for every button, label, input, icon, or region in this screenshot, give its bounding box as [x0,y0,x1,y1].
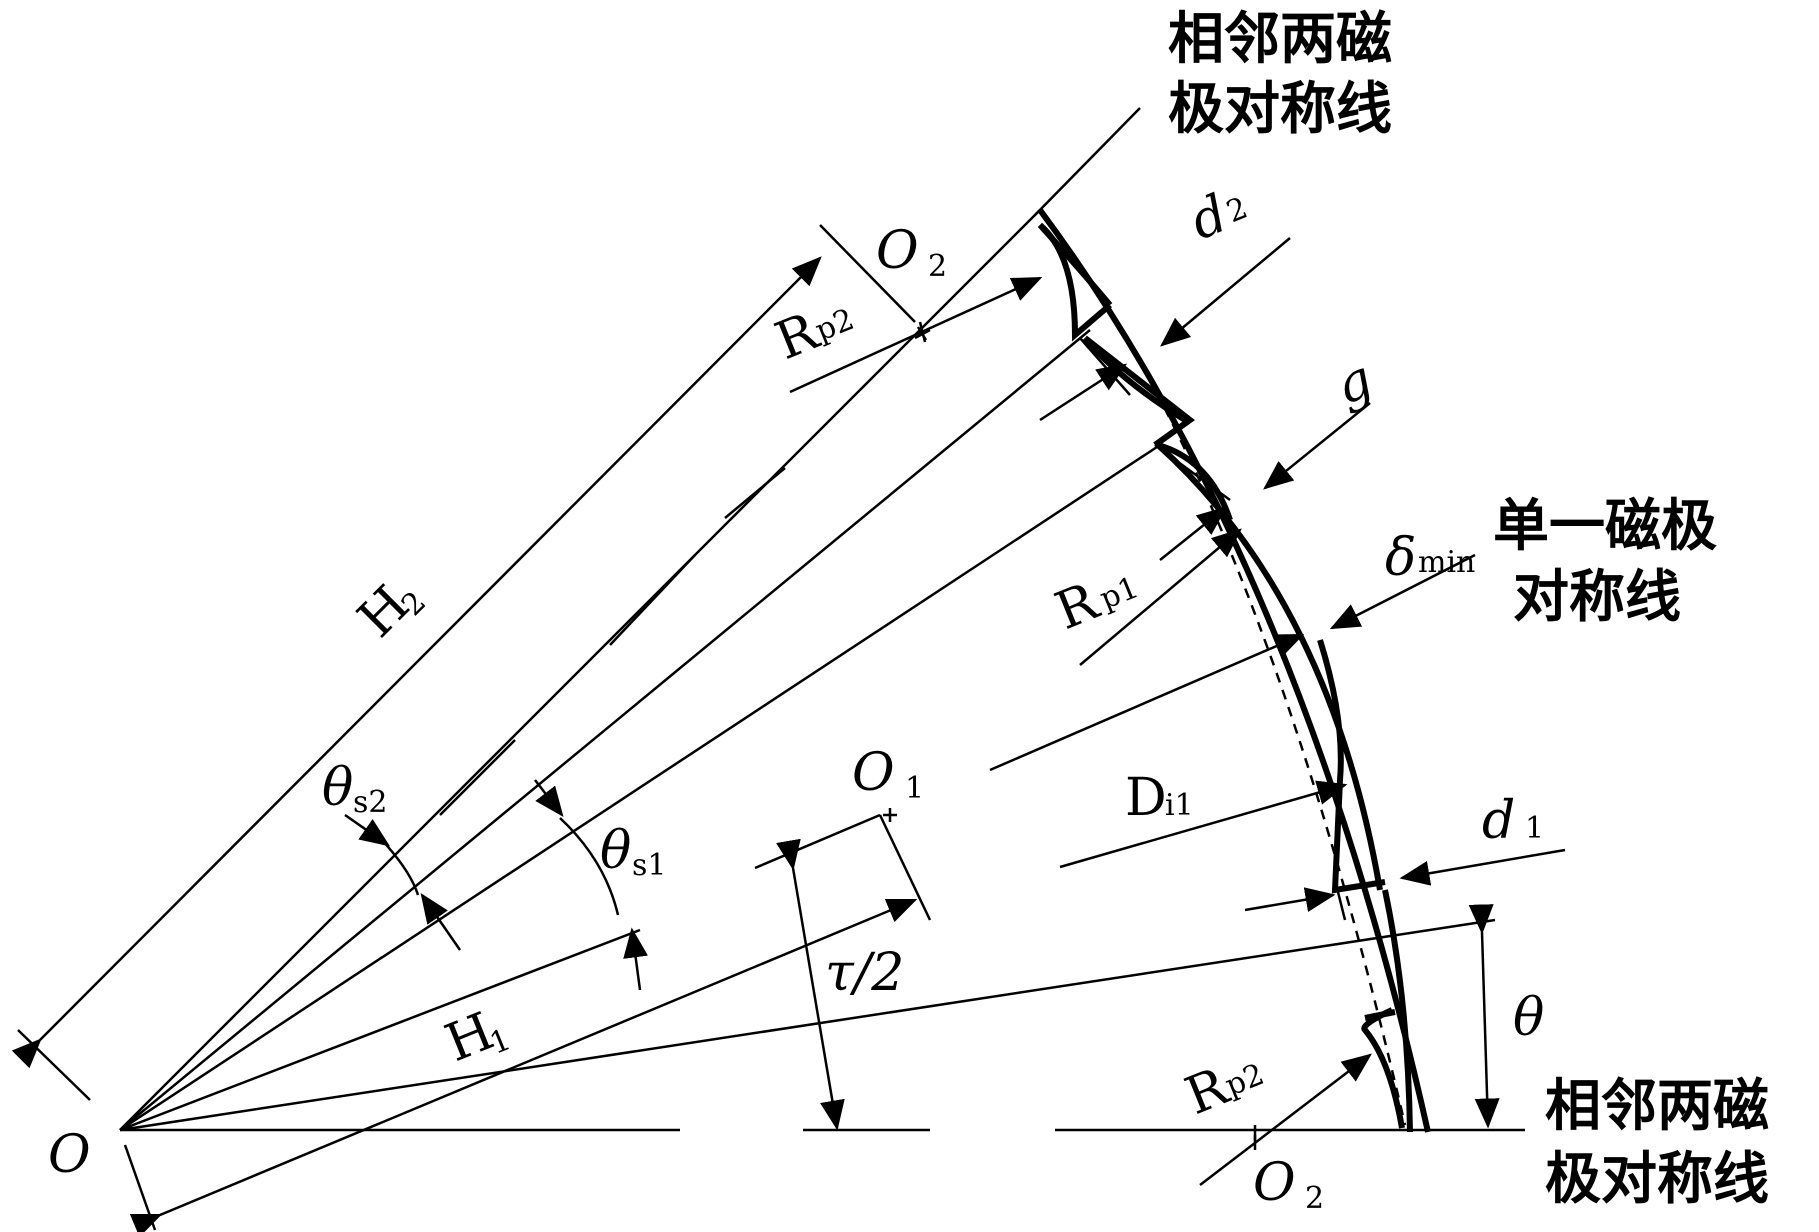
rp1-line-2 [1159,506,1227,561]
theta-s1-arc [559,817,620,916]
rp1-base: R [1047,571,1107,642]
theta-s1-base: θ [600,821,631,881]
theta-dim [1468,904,1500,1129]
notch-bottom-hook [1364,1009,1396,1021]
rp1-label: R p1 [1047,570,1144,642]
d2-label: d 2 [1182,184,1252,252]
g-label: g [1327,349,1380,417]
g-text: g [1327,349,1380,417]
single-pole-dash-1 [724,467,786,519]
theta-label: θ [1513,988,1544,1048]
single-pole-label-line1: 单一磁极 [1493,494,1717,559]
theta-s2-base: θ [322,758,353,818]
theta-s1-arrow-1 [534,779,564,817]
bottom-symmetry-label-line1: 相邻两磁 [1545,1074,1769,1139]
single-pole-dash-2 [609,554,696,646]
theta-s1-sub: s1 [632,848,666,883]
delta-min-base: δ [1385,528,1416,588]
delta-min-sub: min [1418,545,1475,580]
rp2-top-line [789,276,1043,394]
delta-min-line [1329,553,1476,630]
rp2-top-label: R p2 [767,301,859,372]
theta-s2-arrow-1 [344,813,391,847]
o2-top-cross [914,326,931,341]
di1-sub: i1 [1165,788,1194,823]
h2-label: H 2 [347,575,433,650]
di1-line [1059,780,1348,869]
top-symmetry-label-line2: 极对称线 [1168,77,1392,142]
o2-bottom-sub: 2 [1305,1181,1324,1216]
h1-dim [129,898,918,1232]
top-symmetry-line [1034,107,1141,216]
g-line-2 [1154,443,1231,502]
d2-line-1 [1160,237,1291,347]
notch-top [1037,222,1112,342]
notch-lower [1317,639,1386,894]
slot-ray-3 [119,329,1091,1131]
rp2-bottom-line [1199,1053,1372,1186]
origin-label: O [48,1125,91,1185]
bottom-symmetry-label-line2: 极对称线 [1545,1147,1769,1212]
single-pole-label-line2: 对称线 [1513,565,1681,630]
h1-label: H 1 [437,1001,515,1074]
o1-sub: 1 [905,771,924,806]
single-pole-dash-3 [439,739,516,816]
h1-ext [878,814,932,921]
d1-line [1399,848,1566,886]
radial-lines [119,107,1525,1132]
o2-top-label: O [876,221,919,281]
theta-s2-arc [379,837,420,896]
slot-ray-2 [119,443,1161,1132]
di1-base: D [1125,768,1167,828]
dimension-lines [11,224,1566,1232]
o1-cross [883,808,897,822]
center-marks [883,326,1257,1140]
h2-ext-high [819,224,916,323]
theta-s1-arrow-2 [623,927,649,991]
delta-min-line-2 [989,633,1305,772]
rp1-line [1079,528,1242,666]
o1-radius [754,813,881,870]
tau-dim [776,838,845,1131]
d1-sub: 1 [1525,811,1544,846]
inner-arc-bottom [1382,889,1413,1133]
top-symmetry-label-line1: 相邻两磁 [1168,7,1392,72]
o1-label: O [852,743,895,803]
theta-s2-sub: s2 [353,785,387,820]
reference-arc-dashed [1059,239,1407,1126]
rp2-bottom-label: R p2 [1177,1056,1269,1127]
theta-s2-arrow-2 [420,892,462,951]
o2-top-sub: 2 [928,249,947,284]
rotor-arcs [1037,208,1431,1133]
notch-bottom [1361,1007,1405,1129]
d2-ext [1079,337,1131,396]
tau-half-label: τ/2 [825,943,904,1003]
d1-line-2 [1244,887,1336,912]
g-line [1263,402,1371,490]
text-labels: 相邻两磁 极对称线 单一磁极 对称线 相邻两磁 极对称线 O O 1 O 2 O… [48,7,1769,1216]
d1-base: d [1482,791,1515,851]
o2-bottom-label: O [1253,1153,1296,1213]
d2-base: d [1182,184,1235,252]
d1-ext [1333,879,1347,921]
rp1-sub: p1 [1095,570,1144,617]
h1-ext-low [123,1144,157,1231]
h2-ext-low [17,1029,91,1101]
